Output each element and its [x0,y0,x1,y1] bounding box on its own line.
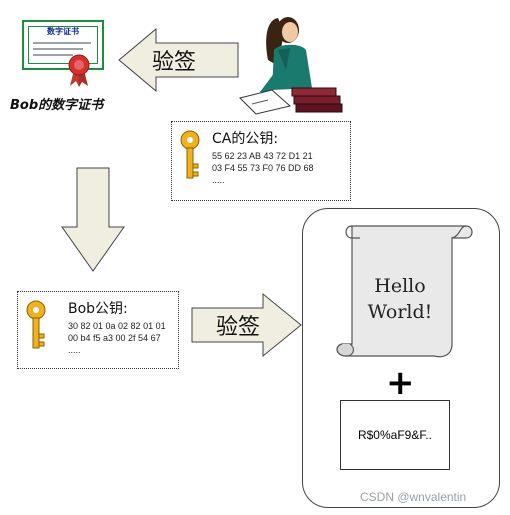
bob-key-title: Bob公钥: [68,301,128,317]
key-icon [180,130,200,179]
message-line-1: Hello [374,275,426,297]
ribbon-seal-icon [68,54,90,87]
ca-public-key-box: CA的公钥: 55 62 23 AB 43 72 D1 21 03 F4 55 … [171,121,351,201]
bob-key-line: ..... [68,345,81,355]
top-arrow-label: 验签 [152,50,197,75]
key-icon [26,300,46,349]
down-arrow [61,167,125,272]
message-line-2: World! [367,301,433,323]
right-arrow [191,292,302,358]
ca-key-line: 03 F4 55 73 F0 76 DD 68 [212,163,314,173]
scroll-icon [336,225,473,358]
middle-arrow-label: 验签 [216,315,261,340]
watermark: CSDN @wnvalentin [360,490,467,504]
bob-public-key-box: Bob公钥: 30 82 01 0a 02 82 01 01 00 b4 f5 … [17,291,179,369]
certificate-icon: 数字证书 [22,20,104,70]
bob-key-line: 30 82 01 0a 02 82 01 01 [68,321,166,331]
certificate-line [33,54,73,56]
bob-key-line: 00 b4 f5 a3 00 2f 54 67 [68,333,161,343]
certificate-line [33,42,91,44]
certificate-title: 数字证书 [47,27,79,36]
person-signing-icon [239,17,343,115]
ca-key-line: 55 62 23 AB 43 72 D1 21 [212,151,313,161]
ca-key-line: ..... [212,175,225,185]
certificate-caption: Bob的数字证书 [10,98,104,113]
signature-box: R$0%aF9&F.. [340,400,450,470]
left-arrow [118,27,239,93]
ca-key-title: CA的公钥: [212,131,279,147]
signature-text: R$0%aF9&F.. [357,428,433,442]
plus-icon: + [386,363,415,403]
certificate-line [33,48,83,50]
